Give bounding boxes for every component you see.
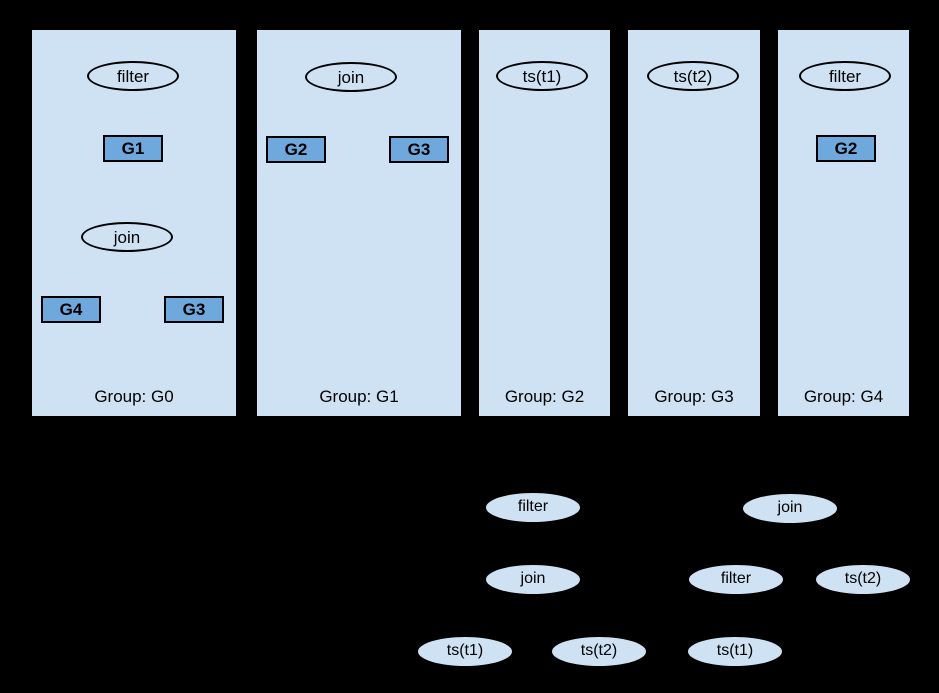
group-caption-g4: Group: G4	[803, 387, 884, 406]
group-ref-node-g3: G3	[389, 135, 449, 163]
group-ref-node-g3: G3	[164, 295, 224, 323]
group-panel-g2: Group: G2	[478, 29, 611, 417]
group-panel-g1: Group: G1	[256, 29, 462, 417]
floating-op-node-join: join	[743, 493, 837, 523]
op-node-filter: filter	[799, 61, 891, 91]
group-caption-g2: Group: G2	[504, 387, 585, 406]
group-ref-node-g2: G2	[816, 134, 876, 162]
floating-op-node-tst2: ts(t2)	[552, 636, 646, 666]
floating-op-node-tst2: ts(t2)	[816, 564, 910, 594]
group-ref-node-g2: G2	[266, 135, 326, 163]
group-panel-g0: Group: G0	[31, 29, 237, 417]
group-panel-g4: Group: G4	[777, 29, 910, 417]
floating-op-node-filter: filter	[486, 492, 580, 522]
op-node-tst2: ts(t2)	[647, 61, 739, 91]
group-ref-node-g4: G4	[41, 295, 101, 323]
op-node-filter: filter	[87, 61, 179, 91]
group-ref-node-g1: G1	[103, 134, 163, 162]
group-caption-g3: Group: G3	[654, 387, 734, 406]
group-panel-g3: Group: G3	[627, 29, 761, 417]
group-caption-g1: Group: G1	[319, 387, 399, 406]
op-node-tst1: ts(t1)	[496, 61, 588, 91]
floating-op-node-join: join	[486, 564, 580, 594]
floating-op-node-tst1: ts(t1)	[688, 636, 782, 666]
op-node-join: join	[305, 62, 397, 92]
floating-op-node-tst1: ts(t1)	[418, 636, 512, 666]
group-caption-g0: Group: G0	[94, 387, 174, 406]
op-node-join: join	[81, 222, 173, 252]
floating-op-node-filter: filter	[689, 564, 783, 594]
